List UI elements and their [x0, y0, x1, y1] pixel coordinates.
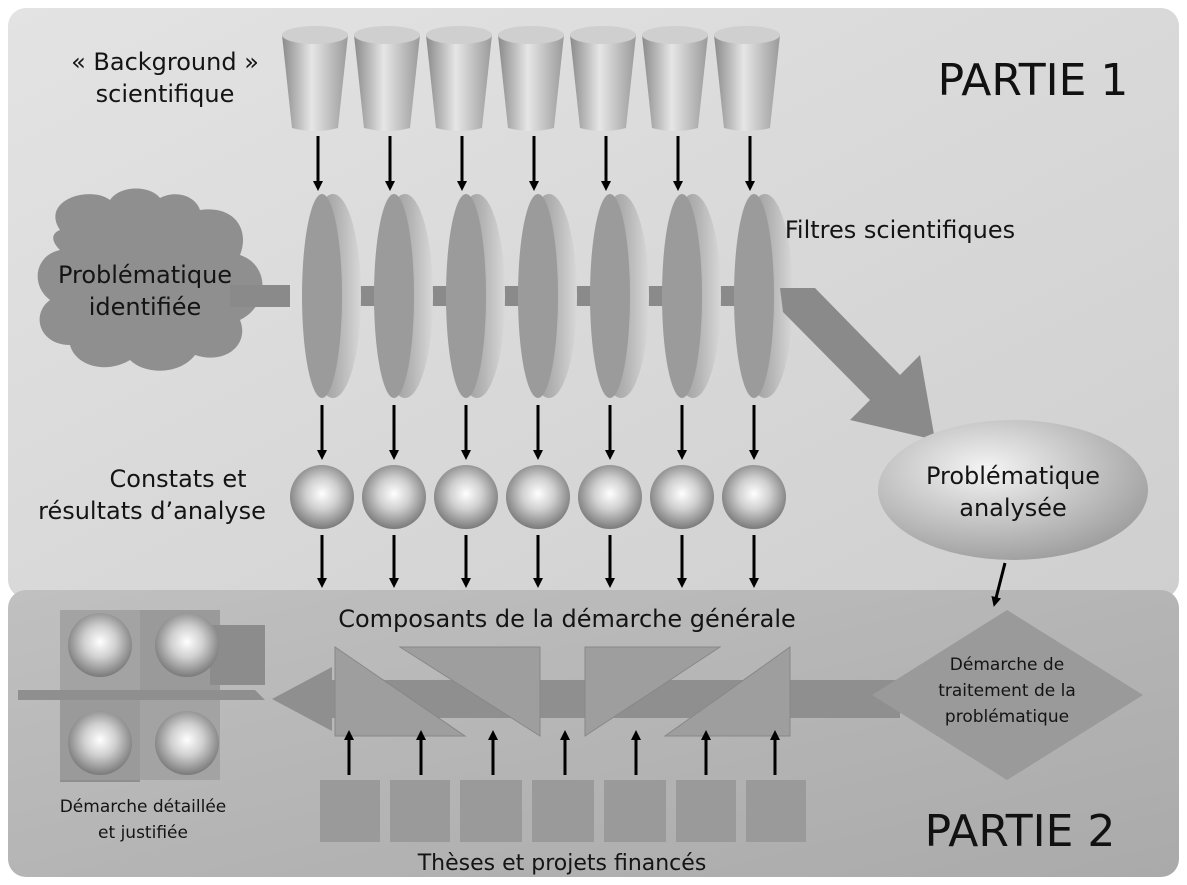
filter-lens	[590, 194, 649, 398]
components-row	[334, 646, 791, 737]
analyzed-to-treatment-arrow	[991, 562, 1007, 607]
detail-sphere	[68, 711, 132, 775]
problem-identified-line2: identifiée	[89, 293, 202, 321]
detail-sphere	[155, 613, 219, 677]
finding-sphere	[290, 465, 354, 529]
cup	[282, 26, 348, 131]
filter-lens	[662, 194, 721, 398]
part2-title: PARTIE 2	[925, 806, 1116, 857]
thesis-square	[460, 780, 522, 842]
finding-sphere	[362, 465, 426, 529]
filters-row	[302, 194, 793, 398]
thesis-square	[320, 780, 380, 842]
detail-sphere	[68, 613, 132, 677]
component-triangle	[334, 646, 467, 737]
part2-panel	[8, 590, 1179, 877]
problem-identified-cloud	[37, 188, 263, 371]
component-triangle	[398, 646, 541, 737]
components-label: Composants de la démarche générale	[338, 605, 796, 633]
cup	[642, 26, 708, 131]
background-label-line2: scientifique	[96, 80, 235, 108]
detail-sphere	[155, 711, 219, 775]
detailed-label-line1: Démarche détaillée	[60, 797, 227, 817]
problem-identified-line1: Problématique	[58, 261, 232, 289]
thesis-square	[390, 780, 450, 842]
cup	[714, 26, 780, 131]
thesis-square	[532, 780, 594, 842]
filter-lens	[518, 194, 577, 398]
finding-sphere	[434, 465, 498, 529]
cup	[570, 26, 636, 131]
finding-sphere	[578, 465, 642, 529]
finding-sphere	[722, 465, 786, 529]
detailed-approach-cluster	[18, 610, 265, 782]
detailed-label-line2: et justifiée	[98, 823, 188, 843]
filters-label: Filtres scientifiques	[785, 216, 1015, 244]
cloud-connector	[230, 285, 290, 307]
treatment-line3: problématique	[945, 707, 1069, 727]
theses-row	[320, 780, 806, 842]
thesis-square	[676, 780, 736, 842]
filter-lens	[302, 194, 361, 398]
problem-analyzed-oval	[878, 420, 1148, 560]
cup	[426, 26, 492, 131]
treatment-line1: Démarche de	[950, 655, 1064, 675]
part1-title: PARTIE 1	[938, 55, 1129, 106]
findings-row	[290, 465, 786, 529]
cup	[354, 26, 420, 131]
cups-row	[282, 26, 780, 131]
thesis-square	[604, 780, 666, 842]
finding-sphere	[506, 465, 570, 529]
filter-lens	[374, 194, 433, 398]
findings-label-line1: Constats et	[110, 465, 247, 493]
component-triangle	[663, 646, 791, 737]
treatment-line2: traitement de la	[938, 681, 1076, 701]
arrows-cups-to-filters	[313, 136, 755, 191]
cup	[498, 26, 564, 131]
component-triangle	[584, 646, 722, 737]
filter-lens	[446, 194, 505, 398]
findings-label-line2: résultats d’analyse	[38, 497, 266, 525]
filter-lens	[734, 194, 793, 398]
treatment-diamond	[872, 610, 1143, 780]
analysis-flow-arrow	[780, 288, 935, 440]
arrows-findings-to-components	[317, 535, 759, 588]
arrows-theses-to-components	[344, 730, 780, 775]
theses-label: Thèses et projets financés	[417, 851, 707, 876]
background-label-line1: « Background »	[71, 48, 259, 76]
finding-sphere	[650, 465, 714, 529]
thesis-square	[746, 780, 806, 842]
arrows-filters-to-findings	[317, 405, 759, 460]
problem-analyzed-line1: Problématique	[926, 462, 1100, 490]
problem-analyzed-line2: analysée	[959, 494, 1067, 522]
